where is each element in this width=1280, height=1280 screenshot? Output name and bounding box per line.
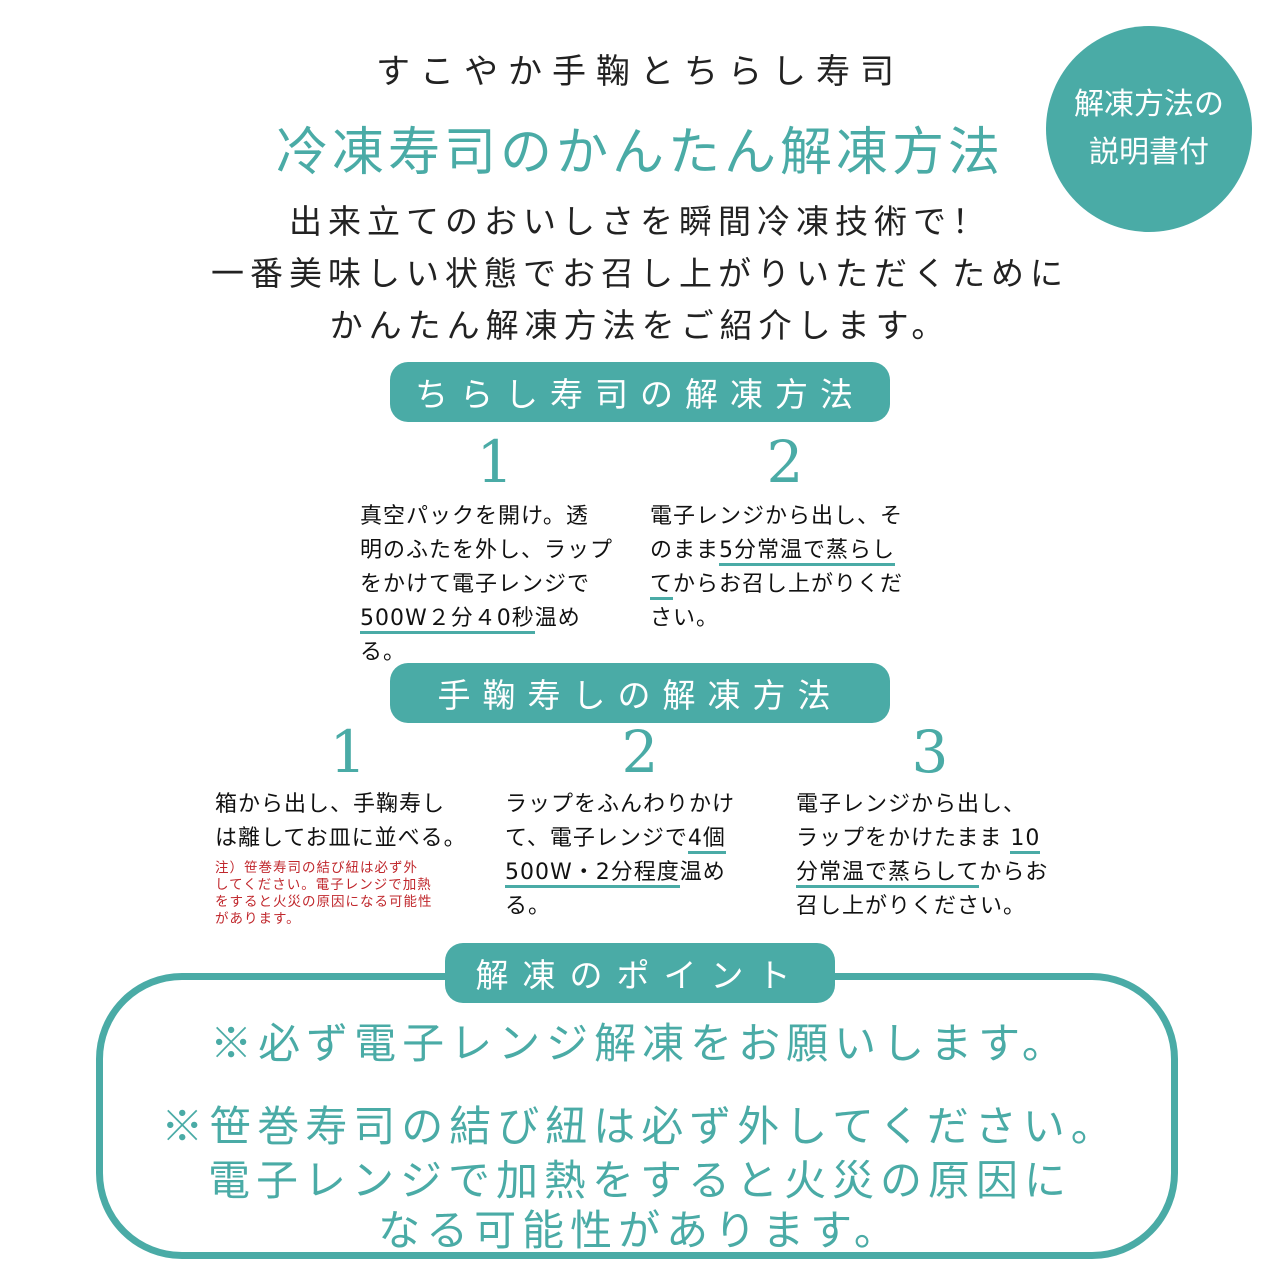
note-line: があります。 <box>215 911 301 927</box>
point-line-4: なる可能性があります。 <box>378 1206 902 1255</box>
badge-line-2: 説明書付 <box>1089 135 1209 170</box>
badge-line-1: 解凍方法の <box>1074 87 1224 122</box>
text-line: ラップをふんわりかけ <box>505 792 736 817</box>
text-line: る。 <box>505 894 552 919</box>
text-fragment: からお <box>979 860 1049 885</box>
temari-heading: 手鞠寿しの解凍方法 <box>390 663 890 723</box>
temari-step-1-text: 箱から出し、手鞠寿し は離してお皿に並べる。 注）笹巻寿司の結び紐は必ず外 して… <box>215 788 505 928</box>
highlight-text: 500W・2分程度 <box>505 860 680 888</box>
text-fragment: 温め <box>679 860 726 885</box>
text-line: 電子レンジから出し、そ <box>650 504 904 529</box>
chirashi-step-1-text: 真空パックを開け。透 明のふたを外し、ラップ をかけて電子レンジで 500W２分… <box>360 500 650 670</box>
text-fragment: て、電子レンジで <box>505 826 688 851</box>
caution-note: 注）笹巻寿司の結び紐は必ず外 してください。電子レンジで加熱 をすると火災の原因… <box>215 860 505 928</box>
point-line-2: ※笹巻寿司の結び紐は必ず外してください。 <box>161 1102 1119 1151</box>
intro-line-1: 出来立てのおいしさを瞬間冷凍技術で！ <box>289 202 991 241</box>
text-line: 分常温で蒸らしてからお <box>796 856 1096 890</box>
temari-step-2-number: 2 <box>621 718 659 786</box>
brand-name: すこやか手鞠とちらし寿司 <box>376 52 904 92</box>
text-line: さい。 <box>650 606 720 631</box>
page-title: 冷凍寿司のかんたん解凍方法 <box>275 123 1004 183</box>
temari-step-2-text: ラップをふんわりかけ て、電子レンジで4個 500W・2分程度温め る。 <box>505 788 795 924</box>
text-line: 500W・2分程度温め <box>505 856 795 890</box>
text-line: 真空パックを開け。透 <box>360 504 589 529</box>
temari-step-3-number: 3 <box>911 718 949 786</box>
chirashi-step-2-text: 電子レンジから出し、そ のまま5分常温で蒸らし てからお召し上がりくだ さい。 <box>650 500 940 636</box>
text-line: 召し上がりください。 <box>796 894 1027 919</box>
text-line: る。 <box>360 640 407 665</box>
text-fragment: からお召し上がりくだ <box>673 572 904 597</box>
chirashi-step-2-number: 2 <box>766 428 804 496</box>
text-line: て、電子レンジで4個 <box>505 822 795 856</box>
text-fragment: ラップをかけたまま <box>796 826 1011 851</box>
point-line-3: 電子レンジで加熱をすると火災の原因に <box>207 1156 1072 1205</box>
text-line: のまま5分常温で蒸らし <box>650 534 940 568</box>
note-line: をすると火災の原因になる可能性 <box>215 894 433 910</box>
text-line: 箱から出し、手鞠寿し <box>215 792 446 817</box>
text-line: ラップをかけたまま 10 <box>796 822 1096 856</box>
text-line: をかけて電子レンジで <box>360 572 591 597</box>
text-line: は離してお皿に並べる。 <box>215 826 467 851</box>
temari-step-3-text: 電子レンジから出し、 ラップをかけたまま 10 分常温で蒸らしてからお 召し上が… <box>796 788 1096 924</box>
intro-line-2: 一番美味しい状態でお召し上がりいただくために <box>211 254 1069 293</box>
highlight-text: 500W２分４0秒 <box>360 606 535 634</box>
highlight-text: 10 <box>1010 826 1041 854</box>
intro-line-3: かんたん解凍方法をご紹介します。 <box>329 306 951 345</box>
points-heading: 解凍のポイント <box>445 943 835 1003</box>
highlight-text: 分常温で蒸らして <box>796 860 980 888</box>
chirashi-heading: ちらし寿司の解凍方法 <box>390 362 890 422</box>
note-line: 注）笹巻寿司の結び紐は必ず外 <box>215 860 418 876</box>
temari-step-1-number: 1 <box>329 718 367 786</box>
note-line: してください。電子レンジで加熱 <box>215 877 432 893</box>
text-line: 電子レンジから出し、 <box>796 792 1027 817</box>
highlight-text: 4個 <box>687 826 726 854</box>
text-fragment: 温め <box>534 606 581 631</box>
text-fragment: のまま <box>650 538 720 563</box>
instructions-badge: 解凍方法の 説明書付 <box>1046 26 1252 232</box>
chirashi-step-1-number: 1 <box>476 428 514 496</box>
intro-text: 出来立てのおいしさを瞬間冷凍技術で！ 一番美味しい状態でお召し上がりいただくため… <box>0 196 1280 352</box>
point-line-1: ※必ず電子レンジ解凍をお願いします。 <box>210 1019 1070 1068</box>
highlight-text: て <box>650 572 674 600</box>
text-line: 500W２分４0秒温め <box>360 602 650 636</box>
text-line: 明のふたを外し、ラップ <box>360 538 614 563</box>
highlight-text: 5分常温で蒸らし <box>719 538 896 566</box>
text-line: てからお召し上がりくだ <box>650 568 940 602</box>
